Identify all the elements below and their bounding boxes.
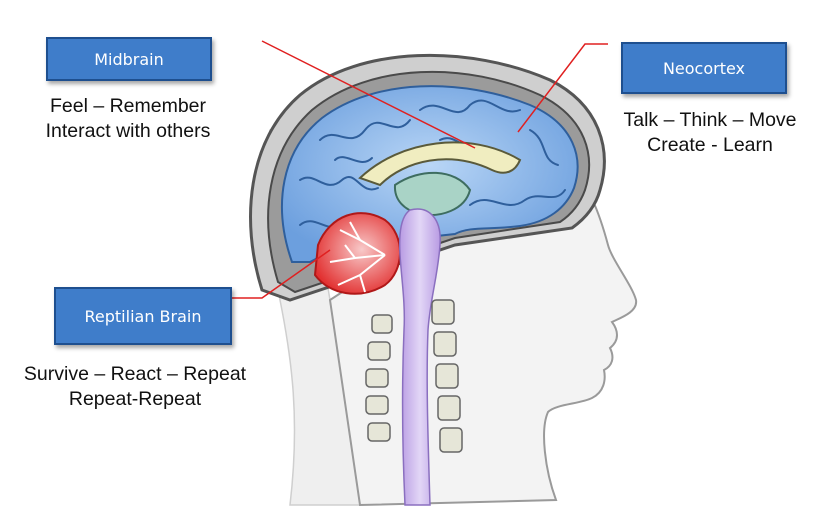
neocortex-label-box: Neocortex [621, 42, 787, 94]
pointer-lines [232, 40, 608, 299]
brainstem [398, 208, 441, 506]
midbrain-caption-line-1: Feel – Remember [49, 95, 207, 117]
midbrain-caption: Feel – Remember Interact with others [8, 94, 248, 144]
cerebellum-arbor [329, 221, 386, 293]
cortex-gyri [299, 99, 566, 229]
thalamus [393, 171, 472, 216]
midbrain-label-box: Midbrain [46, 37, 212, 81]
midbrain-pointer [261, 40, 476, 149]
neocortex-caption-line-1: Talk – Think – Move [623, 109, 797, 131]
midbrain-caption-line-2: Interact with others [45, 120, 211, 142]
reptilian-pointer [232, 249, 331, 299]
cervical-vertebrae [365, 299, 463, 453]
reptilian-caption-line-2: Repeat-Repeat [68, 388, 202, 410]
corpus-callosum [358, 141, 522, 187]
neocortex-caption: Talk – Think – Move Create - Learn [600, 108, 820, 158]
neocortex-caption-line-2: Create - Learn [647, 134, 773, 156]
neocortex-pointer [517, 43, 608, 133]
reptilian-brain-label-box: Reptilian Brain [54, 287, 232, 345]
reptilian-brain-caption: Survive – React – Repeat Repeat-Repeat [0, 362, 270, 412]
reptilian-caption-line-1: Survive – React – Repeat [23, 363, 247, 385]
